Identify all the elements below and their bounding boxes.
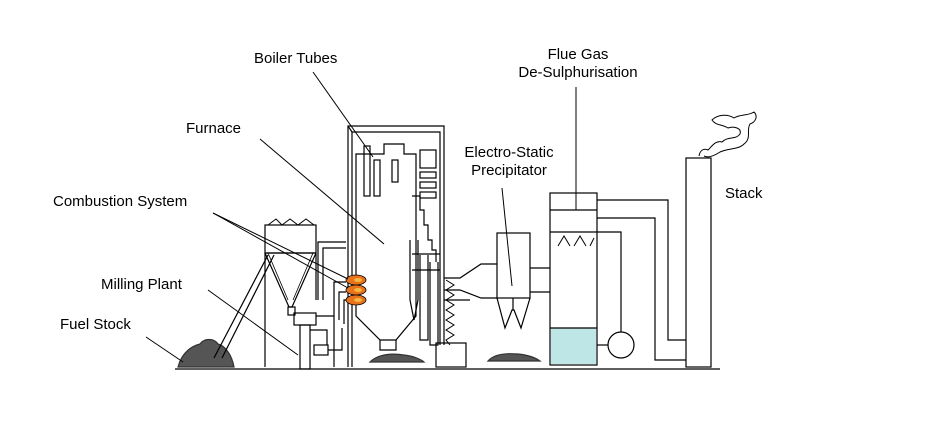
leader-milling-plant — [207, 289, 299, 356]
fgd-pump — [597, 231, 635, 359]
flue-duct-esp — [444, 263, 497, 301]
chimney-stack — [685, 157, 712, 368]
label-boiler-tubes: Boiler Tubes — [254, 50, 338, 67]
second-pass — [409, 195, 440, 346]
fuel-stock-pile — [177, 338, 235, 368]
fuel-pipes — [317, 241, 346, 324]
leader-esp — [501, 187, 513, 287]
label-combustion-system: Combustion System — [53, 193, 188, 210]
label-esp-line1: Electro-Static — [464, 144, 554, 161]
label-fgd-line2: De-Sulphurisation — [518, 64, 638, 81]
bottom-ash-left — [368, 353, 426, 363]
leader-combustion-a — [212, 212, 349, 280]
leader-combustion-b — [212, 212, 349, 289]
smoke-plume — [698, 111, 757, 158]
milling-plant — [293, 312, 343, 370]
label-electrostatic-precipitator: Electro-Static Precipitator — [448, 144, 570, 180]
label-stack: Stack — [725, 185, 763, 202]
label-esp-line2: Precipitator — [471, 162, 547, 179]
fuel-conveyor — [213, 254, 269, 359]
leader-lines — [145, 71, 577, 363]
fuel-conveyor-2 — [221, 254, 275, 359]
flue-duct-stack — [597, 199, 686, 361]
label-furnace: Furnace — [186, 120, 242, 137]
burner-flames — [345, 274, 367, 306]
electrostatic-precipitator — [496, 232, 531, 330]
leader-furnace — [259, 138, 385, 245]
bottom-ash-right — [486, 353, 542, 362]
fgd-absorber — [549, 192, 598, 366]
label-milling-plant: Milling Plant — [101, 276, 182, 293]
fgd-liquid — [551, 328, 596, 364]
leader-fuel-stock — [145, 336, 184, 363]
label-flue-gas-desulphurisation: Flue Gas De-Sulphurisation — [508, 46, 648, 82]
boiler-casing — [347, 125, 445, 367]
flue-duct-fgd — [530, 267, 550, 293]
coal-bunker — [264, 218, 317, 367]
label-fgd-line1: Flue Gas — [547, 46, 609, 63]
label-fuel-stock: Fuel Stock — [60, 316, 131, 333]
leader-boiler-tubes — [312, 71, 374, 158]
boiler-tubes — [363, 145, 437, 199]
furnace-chamber — [355, 143, 417, 351]
ash-hopper — [435, 342, 467, 368]
air-heater-coil — [445, 279, 455, 346]
